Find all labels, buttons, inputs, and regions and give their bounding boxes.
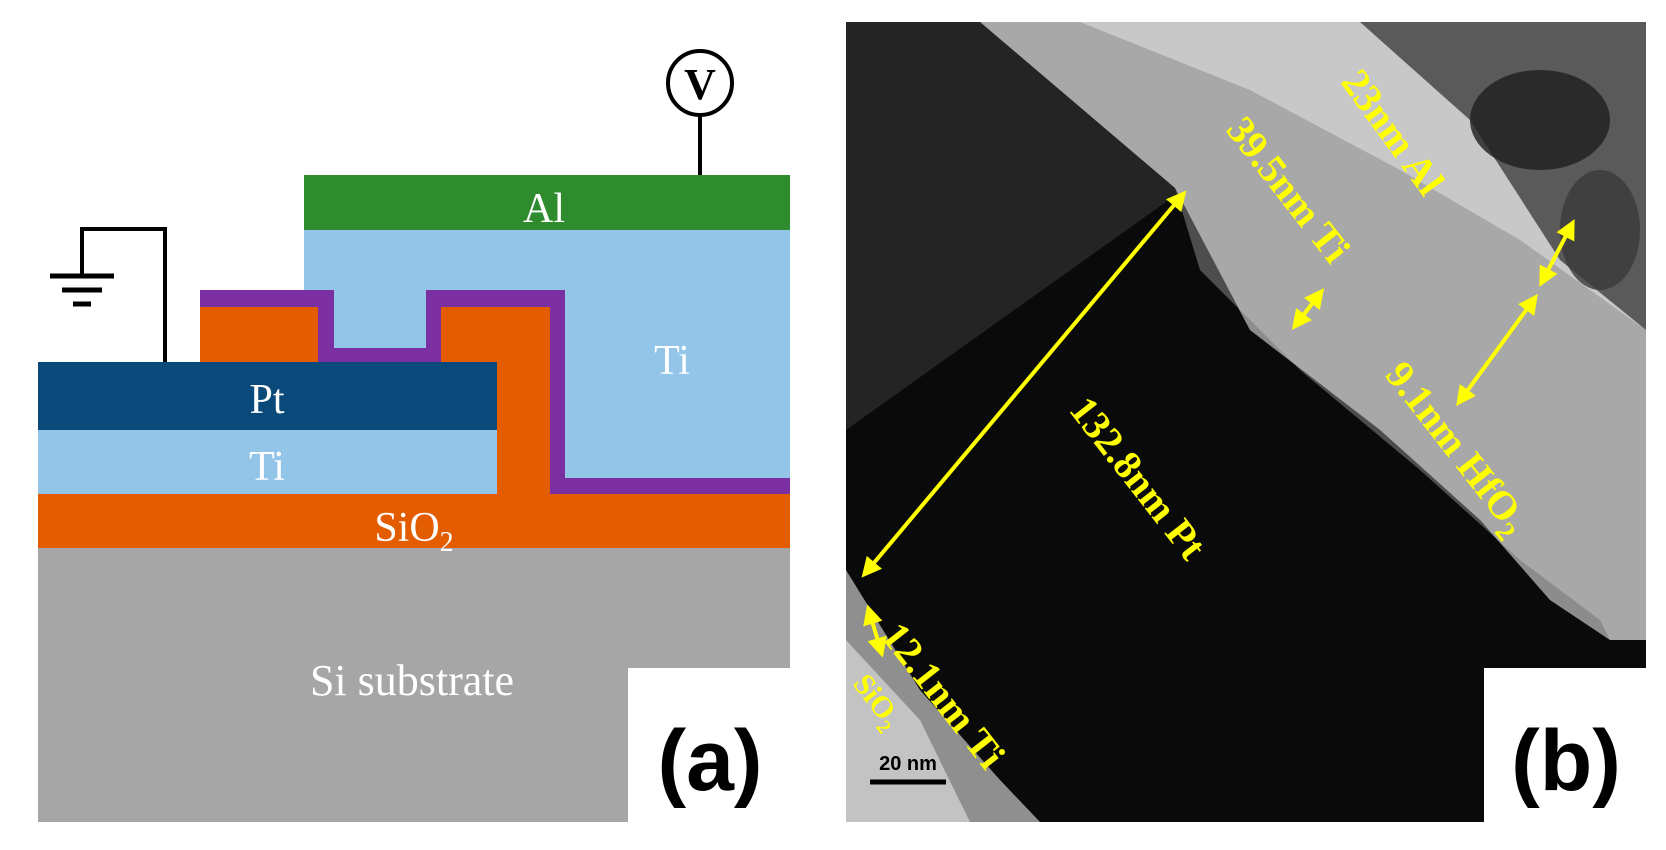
pt-layer	[38, 362, 497, 430]
ground-icon	[50, 273, 114, 307]
voltmeter-icon	[666, 49, 734, 117]
ti-thickness-arrow	[1291, 288, 1325, 330]
panel-b-label-box	[1484, 668, 1648, 822]
pt-label: Pt	[249, 377, 284, 423]
scale-bar-label: 20 nm	[879, 753, 937, 775]
al-label: Al	[523, 186, 565, 232]
sio2-label: SiO2	[374, 505, 453, 558]
substrate-label: Si substrate	[310, 656, 514, 705]
sio2-pillar-left	[200, 307, 318, 364]
pt-thickness-arrow	[861, 190, 1187, 578]
ti-bottom-layer	[38, 430, 497, 494]
hfo2-thickness-arrow	[1456, 293, 1538, 407]
al-layer	[304, 175, 790, 230]
panel-a-schematic: V Al Ti Pt Ti SiO2 Si substrate (a)	[38, 49, 792, 822]
ti-top-electrode	[304, 230, 790, 478]
sio2-layer	[38, 494, 790, 548]
ti-bottom-label: Ti	[249, 444, 285, 490]
ti-top-label: Ti	[654, 338, 690, 384]
al-thickness-arrow	[1539, 219, 1575, 287]
ground-wire	[80, 227, 167, 362]
panel-b-label: (b)	[1511, 713, 1621, 809]
ti-bottom-thickness-arrow	[863, 604, 887, 658]
panel-a-label-box	[628, 668, 792, 822]
panel-a-label: (a)	[657, 713, 762, 809]
voltmeter-label: V	[684, 60, 716, 109]
